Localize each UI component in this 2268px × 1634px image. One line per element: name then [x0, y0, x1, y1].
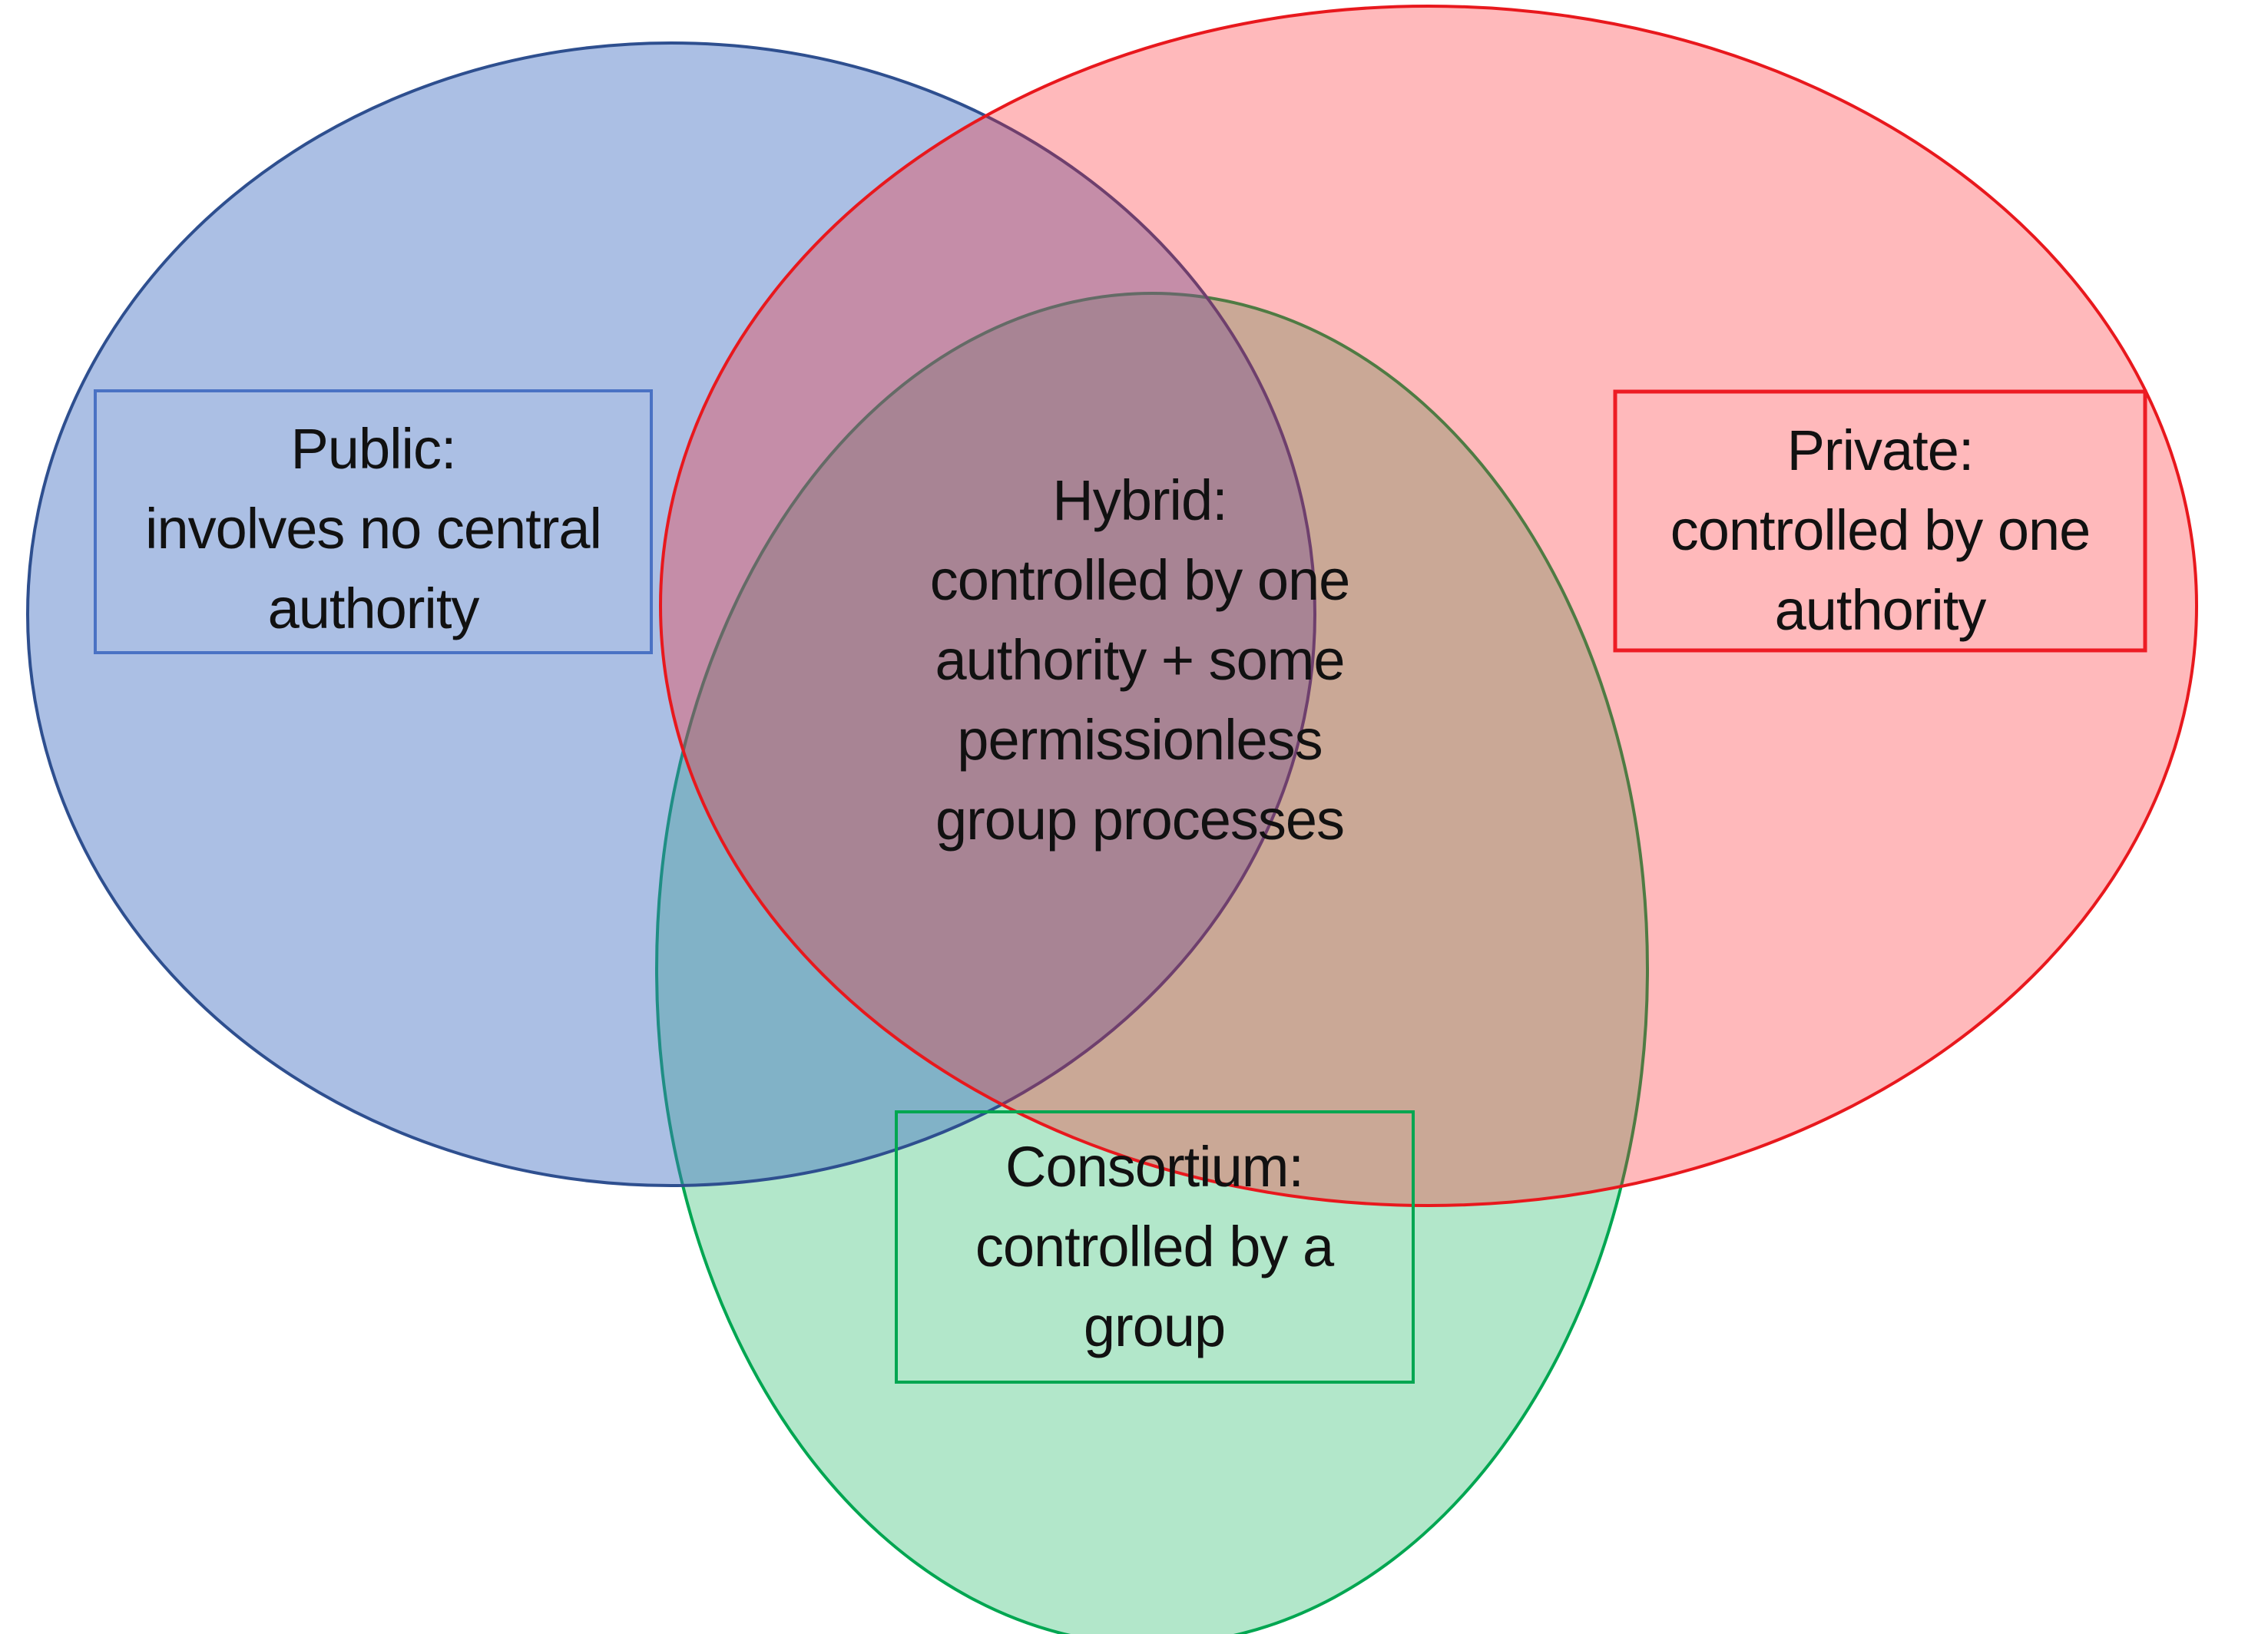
public-label-title: Public: [290, 417, 455, 481]
consortium-label-box [895, 1110, 1415, 1384]
hybrid-label-line4: group processes [935, 788, 1344, 852]
private-label-line1: controlled by one [1670, 498, 2091, 562]
hybrid-label-title: Hybrid: [1052, 468, 1227, 532]
hybrid-label-line3: permissionless [957, 708, 1322, 772]
hybrid-label-line2: authority + some [935, 628, 1344, 692]
private-label-line2: authority [1775, 578, 1987, 642]
consortium-label-line1: controlled by a [975, 1215, 1335, 1278]
private-label-title: Private: [1787, 418, 1974, 482]
public-ellipse [26, 41, 1316, 1187]
public-label-box [94, 389, 653, 654]
consortium-label-line2: group [1084, 1295, 1225, 1358]
private-ellipse [659, 5, 2198, 1207]
consortium-label-title: Consortium: [1005, 1135, 1303, 1199]
private-label-box [1613, 389, 2147, 653]
consortium-ellipse [655, 292, 1649, 1634]
public-label-line1: involves no central [145, 497, 601, 561]
hybrid-label-line1: controlled by one [930, 548, 1350, 612]
public-label-line2: authority [268, 577, 480, 640]
